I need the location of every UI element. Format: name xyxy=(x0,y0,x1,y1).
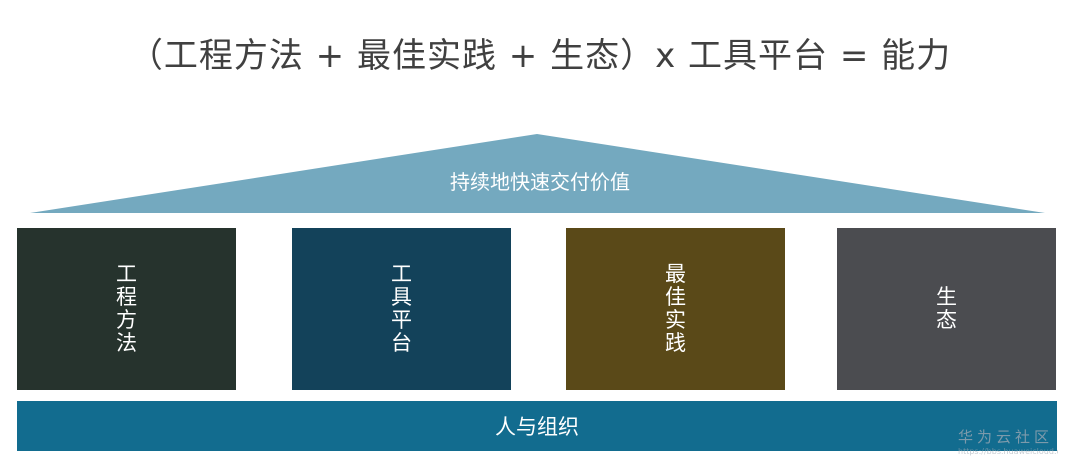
roof xyxy=(0,130,1080,220)
pillar-label: 生态 xyxy=(936,285,957,332)
watermark: 华为云社区 xyxy=(958,428,1054,446)
watermark-url: https://bbs.huaweicloud.com xyxy=(958,447,1058,456)
pillar-label: 工程方法 xyxy=(116,262,137,355)
pillar-ecosystem: 生态 xyxy=(837,228,1056,390)
pillar-label: 最佳实践 xyxy=(665,262,686,355)
pillar-engineering-methods: 工程方法 xyxy=(17,228,236,390)
pillar-tool-platform: 工具平台 xyxy=(292,228,511,390)
foundation-bar: 人与组织 xyxy=(17,401,1057,451)
roof-label: 持续地快速交付价值 xyxy=(450,170,630,194)
pillar-label: 工具平台 xyxy=(391,262,412,355)
roof-triangle xyxy=(30,134,1045,213)
pillar-best-practices: 最佳实践 xyxy=(566,228,785,390)
foundation-label: 人与组织 xyxy=(495,415,579,439)
page-title: （工程方法 + 最佳实践 + 生态）x 工具平台 = 能力 xyxy=(128,36,952,76)
